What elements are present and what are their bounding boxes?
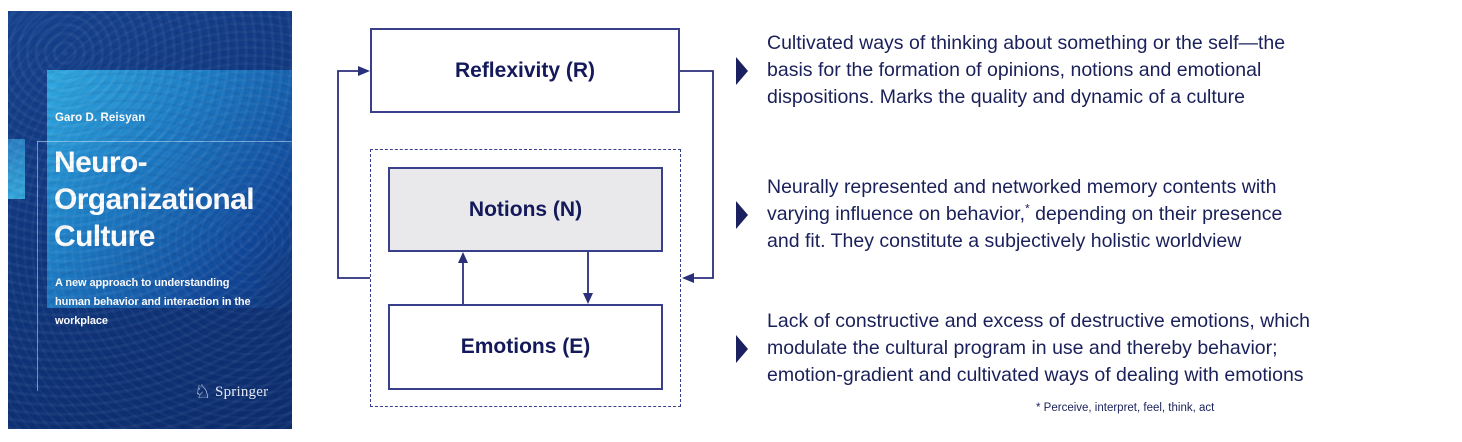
feedback-loop-left <box>337 70 370 279</box>
annotation-reflexivity: Cultivated ways of thinking about someth… <box>736 30 1442 111</box>
feedback-loop-right <box>680 70 714 279</box>
cover-rule-vertical <box>37 141 38 391</box>
triangle-bullet-icon <box>736 200 748 229</box>
springer-knight-icon: ♘ <box>194 382 212 403</box>
annotation-notions-part1: Neurally represented and networked memor… <box>767 176 1277 225</box>
box-reflexivity-label: Reflexivity (R) <box>454 58 596 82</box>
annotation-notions-text: Neurally represented and networked memor… <box>767 174 1282 255</box>
cover-gradient-panel <box>47 70 292 308</box>
cover-rule-horizontal <box>37 141 292 142</box>
triangle-bullet-icon <box>736 56 748 85</box>
cover-subtitle: A new approach to understanding human be… <box>55 277 251 327</box>
box-emotions-label: Emotions (E) <box>460 335 591 358</box>
culture-program-dashed-container <box>370 149 681 407</box>
box-notions-label: Notions (N) <box>468 197 583 221</box>
annotation-notions-part2: depending on their presence and fit. The… <box>767 203 1283 252</box>
box-notions: Notions (N) <box>388 167 663 252</box>
footnote: * Perceive, interpret, feel, think, act <box>1036 402 1215 414</box>
annotation-reflexivity-text: Cultivated ways of thinking about someth… <box>767 32 1286 108</box>
cover-accent-tab <box>8 139 25 199</box>
springer-logo: ♘ Springer <box>194 383 268 402</box>
annotation-emotions: Lack of constructive and excess of destr… <box>736 308 1442 389</box>
cover-author: Garo D. Reisyan <box>55 112 146 124</box>
annotation-emotions-text: Lack of constructive and excess of destr… <box>767 310 1311 386</box>
annotation-notions: Neurally represented and networked memor… <box>736 174 1442 255</box>
triangle-bullet-icon <box>736 334 748 363</box>
book-cover: Garo D. Reisyan Neuro- Organizational Cu… <box>8 11 292 429</box>
arrowhead-into-dashed-box <box>682 273 694 283</box>
springer-wordmark: Springer <box>215 384 269 400</box>
box-emotions: Emotions (E) <box>388 304 663 390</box>
arrowhead-into-reflexivity <box>358 66 370 76</box>
cover-title: Neuro- Organizational Culture <box>54 146 255 253</box>
box-reflexivity: Reflexivity (R) <box>370 28 680 113</box>
footnote-asterisk-marker: * <box>1025 201 1030 216</box>
